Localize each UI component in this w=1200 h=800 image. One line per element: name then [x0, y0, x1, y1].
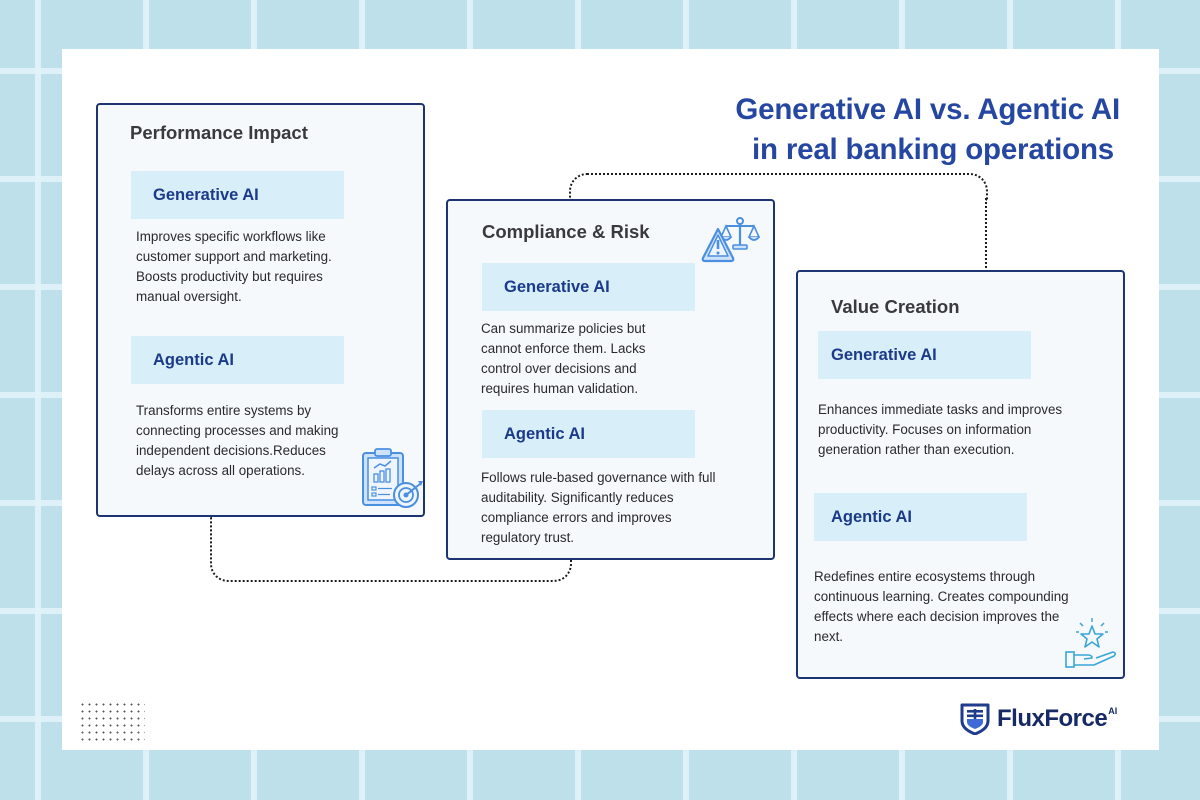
- card-performance-impact: Performance Impact Generative AI Improve…: [96, 103, 425, 517]
- agentic-ai-description: Transforms entire systems by connecting …: [136, 403, 339, 478]
- card-value-creation: Value Creation Generative AI Enhances im…: [796, 270, 1125, 679]
- hand-star-icon: [1065, 618, 1117, 668]
- logo-name: FluxForce: [997, 705, 1108, 732]
- card-title: Value Creation: [831, 296, 960, 317]
- connector-2-to-3: [569, 173, 988, 201]
- shield-logo-icon: [960, 703, 990, 735]
- card-compliance-risk: Compliance & Risk Generative AI Can summ…: [446, 199, 775, 560]
- title-line-1: Generative AI vs. Agentic AI: [735, 93, 1120, 126]
- logo-suffix: AI: [1108, 706, 1118, 716]
- decorative-dot-grid: [79, 701, 145, 741]
- agentic-ai-description: Redefines entire ecosystems through cont…: [814, 569, 1069, 644]
- brand-logo: FluxForce AI: [960, 703, 1117, 735]
- generative-ai-label: Generative AI: [131, 171, 344, 219]
- agentic-ai-description: Follows rule-based governance with full …: [481, 470, 716, 545]
- clipboard-chart-target-icon: [362, 448, 423, 508]
- agentic-ai-label: Agentic AI: [131, 336, 344, 384]
- agentic-ai-label: Agentic AI: [482, 410, 695, 458]
- agentic-ai-label: Agentic AI: [814, 493, 1027, 541]
- generative-ai-description: Enhances immediate tasks and improves pr…: [818, 402, 1063, 457]
- generative-ai-label: Generative AI: [482, 263, 695, 311]
- generative-ai-label: Generative AI: [818, 331, 1031, 379]
- warning-scales-icon: [701, 217, 761, 263]
- title-line-2: in real banking operations: [752, 133, 1114, 166]
- card-title: Performance Impact: [130, 122, 308, 143]
- generative-ai-description: Improves specific workflows like custome…: [136, 229, 332, 304]
- card-title: Compliance & Risk: [482, 221, 650, 242]
- connector-2-to-3-down: [985, 198, 987, 272]
- generative-ai-description: Can summarize policies but cannot enforc…: [481, 321, 646, 396]
- page-title: Generative AI vs. Agentic AI in real ban…: [660, 90, 1120, 170]
